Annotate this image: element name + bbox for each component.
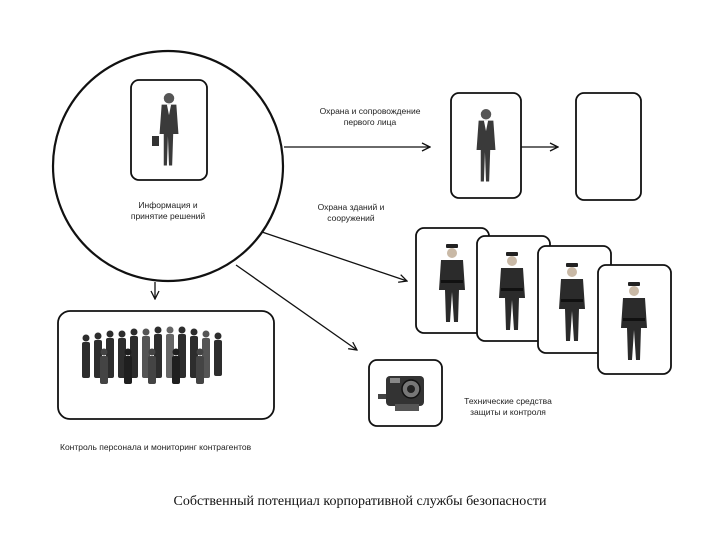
page-title: Собственный потенциал корпоративной служ…: [173, 494, 547, 509]
arrow-to-tech: [235, 264, 357, 350]
center-label: Информация и принятие решений: [130, 200, 206, 222]
empty-card: [575, 92, 642, 201]
tech-label: Технические средства защиты и контроля: [464, 396, 552, 418]
buildings-label: Охрана зданий и сооружений: [317, 202, 385, 224]
arrow-to-guards: [261, 231, 407, 281]
staff-label: Контроль персонала и мониторинг контраге…: [60, 442, 252, 452]
bodyguard-icon: [450, 92, 522, 199]
crowd-icon: [57, 310, 275, 420]
security-guard-icon: [415, 227, 672, 375]
businessman-icon: [130, 79, 208, 181]
top-label: Охрана и сопровождение первого лица: [319, 106, 421, 128]
camera-icon: [368, 359, 443, 427]
